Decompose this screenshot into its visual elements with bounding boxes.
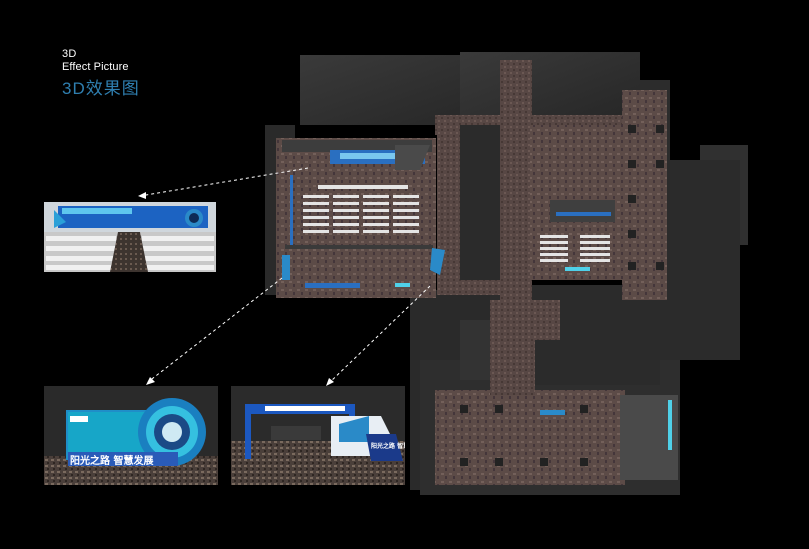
banner-text-2: 阳光之路 智慧发展 (371, 442, 405, 450)
thumbnail-entrance: 阳光之路 智慧发展 (231, 386, 405, 485)
arrow-heads (138, 192, 334, 386)
title-cn: 3D效果图 (62, 79, 140, 99)
banner-text-1: 阳光之路 智慧发展 (70, 454, 153, 467)
lower-room (540, 395, 678, 480)
thumbnail-meeting-hall (44, 202, 216, 272)
title-block: 3D Effect Picture 3D效果图 (62, 48, 140, 99)
thumbnail-stage-backdrop: 阳光之路 智慧发展 (44, 386, 218, 485)
title-3d: 3D (62, 48, 77, 60)
left-hall (282, 140, 445, 288)
pillars (460, 125, 664, 466)
right-hall (535, 130, 620, 271)
title-effect-picture: Effect Picture (62, 60, 129, 73)
callout-arrows (139, 167, 431, 385)
